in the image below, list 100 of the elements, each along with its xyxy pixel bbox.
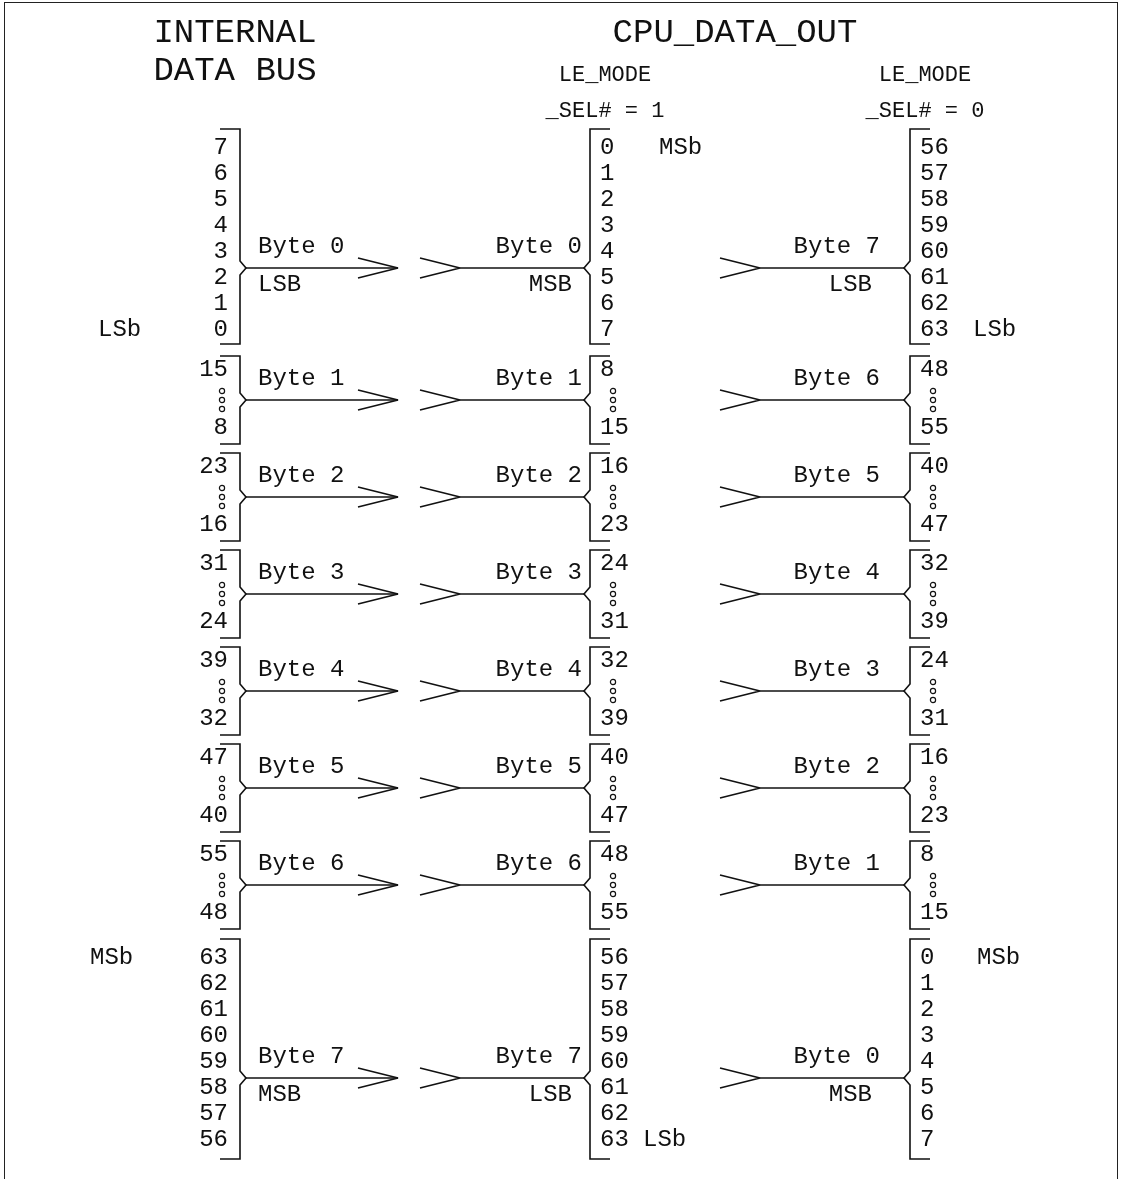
bit-number: 32 [920,551,949,577]
bit-number: 0 [600,135,615,161]
bit-number: 3 [920,1023,935,1049]
edge-label: Byte 7 [495,1044,582,1070]
bit-order-label: MSb [977,945,1021,971]
arrow [245,486,399,508]
bit-number: 16 [920,745,949,771]
bit-number: 1 [600,161,615,187]
bit-number: 61 [600,1075,629,1101]
bit-number: 7 [600,317,615,343]
bit-number: 32 [600,648,629,674]
bit-number: 7 [920,1127,935,1153]
bit-number: 7 [213,135,228,161]
bit-number: 61 [199,997,228,1023]
bit-number: 31 [199,551,228,577]
bit-number: 58 [199,1075,228,1101]
arrow [245,389,399,411]
mode-label: LE_MODE _SEL# = 1 [544,62,666,126]
byte-order-label: LSB [828,272,872,298]
bit-number: 58 [920,187,949,213]
bit-number: 60 [199,1023,228,1049]
bit-number: 5 [600,265,615,291]
edge-label: Byte 3 [258,560,345,586]
bit-order-label: LSb [973,317,1017,343]
bit-number: 47 [199,745,228,771]
bit-number: 24 [920,648,949,674]
bit-number: 62 [199,971,228,997]
bit-number: 1 [213,291,228,317]
edge-label: Byte 0 [793,1044,880,1070]
edge-label: Byte 1 [793,851,880,877]
bit-number: 57 [199,1101,228,1127]
bit-number: 6 [213,161,228,187]
edge-label: Byte 2 [793,754,880,780]
bit-number: 61 [920,265,949,291]
bit-number: 55 [199,842,228,868]
bit-number: 55 [600,900,629,926]
bit-number: 56 [600,945,629,971]
edge-label: Byte 6 [258,851,345,877]
bit-number: 16 [199,512,228,538]
bit-number: 63 [199,945,228,971]
bit-number: 24 [600,551,629,577]
edge-label: Byte 7 [258,1044,345,1070]
byte-order-label: MSB [828,1082,872,1108]
bit-number: 47 [600,803,629,829]
bit-number: 2 [920,997,935,1023]
edge-label: Byte 0 [495,234,582,260]
bit-number: 48 [920,357,949,383]
edge-label: Byte 6 [495,851,582,877]
bit-number: 59 [920,213,949,239]
bit-number: 57 [600,971,629,997]
bit-number: 39 [920,609,949,635]
mode-label: LE_MODE _SEL# = 0 [864,62,986,126]
edge-label: Byte 4 [495,657,582,683]
arrow [719,486,905,508]
edge-label: Byte 4 [258,657,345,683]
arrow [419,583,585,605]
arrow [419,874,585,896]
bit-number: 8 [920,842,935,868]
bit-number: 24 [199,609,228,635]
bit-number: 59 [199,1049,228,1075]
arrow [719,777,905,799]
arrow [719,1067,905,1089]
bit-number: 8 [213,415,228,441]
arrow [245,583,399,605]
edge-label: Byte 1 [495,366,582,392]
bit-number: 16 [600,454,629,480]
bit-number: 39 [199,648,228,674]
bit-number: 8 [600,357,615,383]
byte-order-label: MSB [528,272,572,298]
arrow [419,389,585,411]
arrow [719,874,905,896]
bit-number: 58 [600,997,629,1023]
bit-number: 31 [920,706,949,732]
arrow [719,257,905,279]
bit-number: 56 [920,135,949,161]
arrow [245,874,399,896]
bit-number: 3 [213,239,228,265]
bit-number: 15 [920,900,949,926]
arrow [719,389,905,411]
bit-number: 2 [600,187,615,213]
bit-number: 47 [920,512,949,538]
bit-number: 6 [920,1101,935,1127]
bit-number: 55 [920,415,949,441]
arrow [419,257,585,279]
bit-number: 60 [600,1049,629,1075]
bit-number: 48 [199,900,228,926]
bit-order-label: LSb [643,1127,687,1153]
edge-label: Byte 3 [793,657,880,683]
bit-number: 59 [600,1023,629,1049]
arrow [719,583,905,605]
bit-number: 5 [920,1075,935,1101]
bit-number: 63 [920,317,949,343]
edge-label: Byte 5 [495,754,582,780]
heading: INTERNAL DATA BUS [152,14,318,90]
edge-label: Byte 5 [258,754,345,780]
bit-order-label: MSb [659,135,703,161]
arrow [245,257,399,279]
bit-number: 5 [213,187,228,213]
edge-label: Byte 6 [793,366,880,392]
bit-number: 0 [920,945,935,971]
